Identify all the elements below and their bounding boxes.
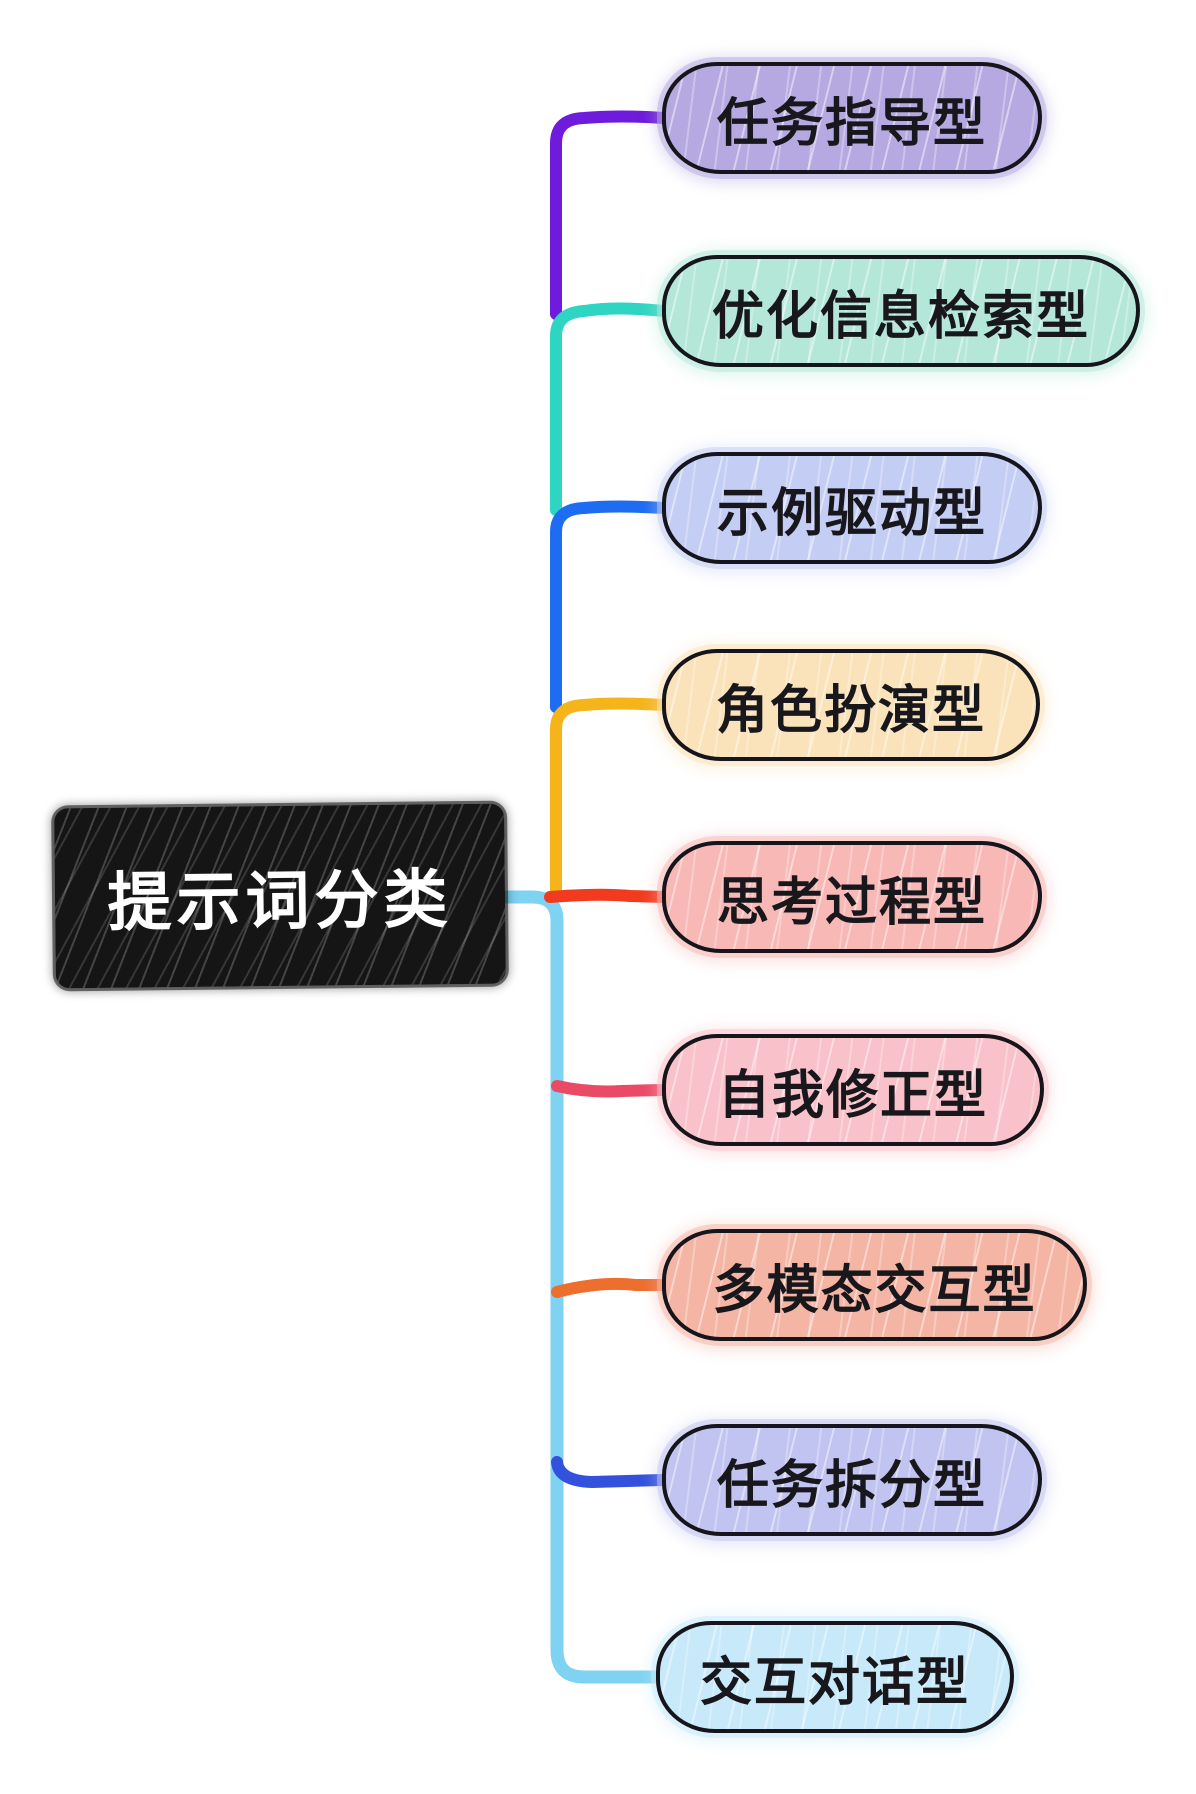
connector-task-instruction bbox=[550, 110, 670, 320]
branch-node-role-play[interactable]: 角色扮演型 bbox=[662, 649, 1040, 761]
branch-node-label: 角色扮演型 bbox=[715, 681, 986, 740]
branch-node-task-instruction[interactable]: 任务指导型 bbox=[662, 62, 1042, 174]
connector-example-driven bbox=[550, 500, 670, 713]
root-node[interactable]: 提示词分类 bbox=[54, 803, 506, 989]
root-node-label: 提示词分类 bbox=[107, 863, 453, 939]
branch-node-thinking-process[interactable]: 思考过程型 bbox=[662, 841, 1042, 953]
branch-node-example-driven[interactable]: 示例驱动型 bbox=[662, 452, 1042, 564]
connector-task-decomposition bbox=[551, 1456, 668, 1488]
connector-multimodal-interaction bbox=[551, 1277, 668, 1298]
connector-info-retrieval bbox=[550, 302, 670, 516]
branch-node-label: 自我修正型 bbox=[717, 1066, 988, 1125]
branch-node-label: 优化信息检索型 bbox=[711, 287, 1090, 346]
branch-node-multimodal-interaction[interactable]: 多模态交互型 bbox=[662, 1229, 1087, 1341]
connector-self-correction bbox=[551, 1080, 668, 1098]
connector-role-play bbox=[550, 697, 670, 902]
branch-node-label: 示例驱动型 bbox=[716, 484, 987, 543]
branch-node-self-correction[interactable]: 自我修正型 bbox=[662, 1034, 1044, 1146]
branch-node-label: 思考过程型 bbox=[716, 873, 987, 932]
branch-node-label: 多模态交互型 bbox=[712, 1261, 1037, 1320]
branch-node-interactive-dialogue[interactable]: 交互对话型 bbox=[656, 1621, 1014, 1733]
branch-node-label: 交互对话型 bbox=[699, 1653, 970, 1712]
branch-node-info-retrieval[interactable]: 优化信息检索型 bbox=[662, 255, 1140, 367]
connector-thinking-process bbox=[544, 888, 670, 903]
branch-node-label: 任务拆分型 bbox=[716, 1456, 987, 1515]
connector-interactive-dialogue bbox=[497, 890, 669, 1684]
branch-node-task-decomposition[interactable]: 任务拆分型 bbox=[662, 1424, 1042, 1536]
branch-node-label: 任务指导型 bbox=[716, 94, 987, 153]
